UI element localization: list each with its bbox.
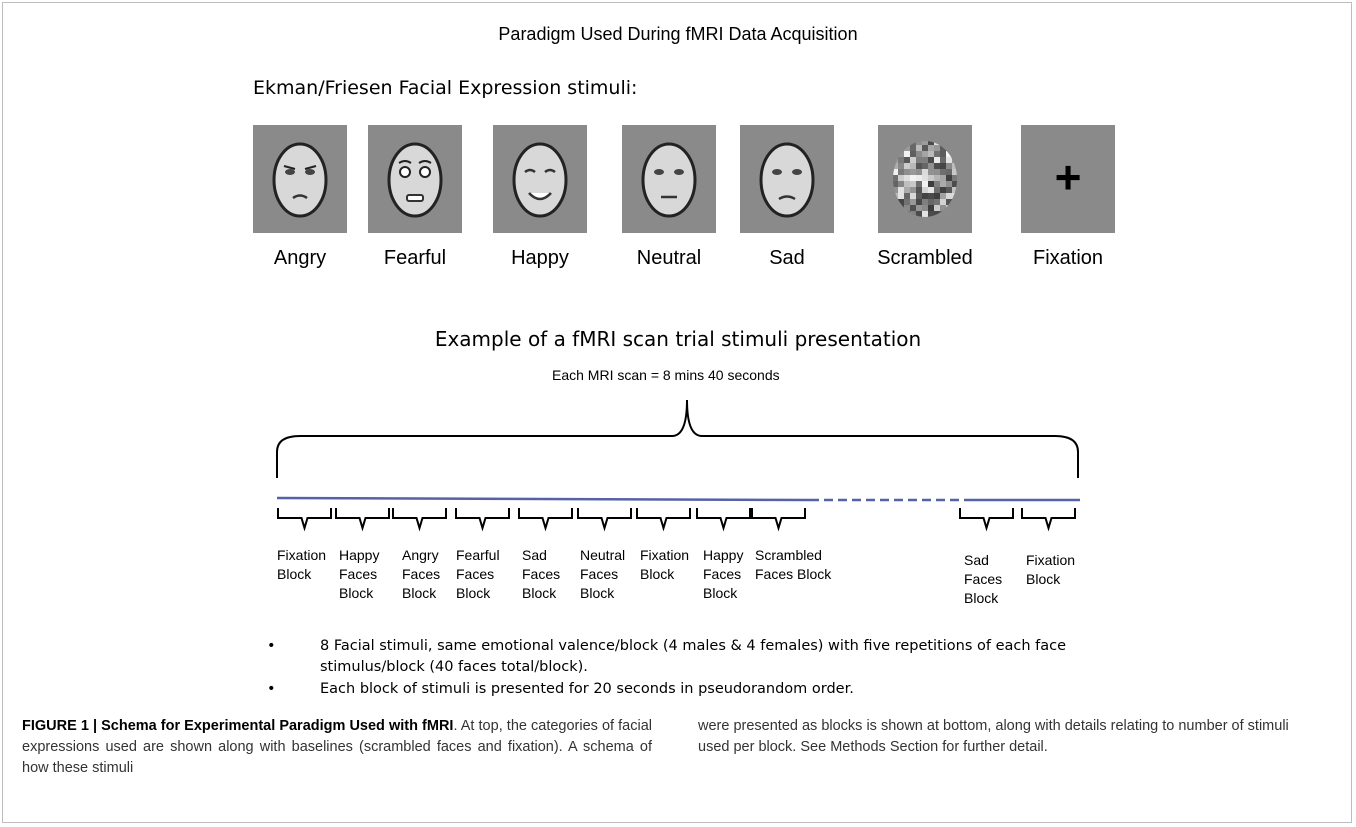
stimuli-heading: Ekman/Friesen Facial Expression stimuli: <box>253 77 638 99</box>
note-item: • Each block of stimuli is presented for … <box>265 679 1125 700</box>
face-happy-icon <box>493 125 587 233</box>
block-brace <box>577 508 632 532</box>
bullet-icon: • <box>267 638 276 654</box>
stimulus-label: Fearful <box>383 247 447 269</box>
block-label: Neutral Faces Block <box>580 547 626 601</box>
bullet-icon: • <box>267 681 276 697</box>
block-brace <box>455 508 510 532</box>
fixation-cross-icon: + <box>1021 125 1115 233</box>
block-brace <box>392 508 447 532</box>
scan-duration-note: Each MRI scan = 8 mins 40 seconds <box>552 367 780 383</box>
scan-brace <box>276 399 1079 478</box>
stimulus-label: Scrambled <box>877 247 973 269</box>
block-label: Fearful Faces Block <box>456 547 500 601</box>
face-sad-icon <box>740 125 834 233</box>
caption-label: FIGURE 1 | Schema for Experimental Parad… <box>22 718 454 734</box>
block-brace <box>959 508 1014 532</box>
block-brace <box>751 508 806 532</box>
face-angry-icon <box>253 125 347 233</box>
block-brace <box>335 508 390 532</box>
note-text: Each block of stimuli is presented for 2… <box>320 681 854 697</box>
fixation-symbol: + <box>1054 151 1082 203</box>
note-item: • 8 Facial stimuli, same emotional valenc… <box>265 636 1125 678</box>
figure-caption-right: were presented as blocks is shown at bot… <box>698 718 1289 755</box>
face-neutral-icon <box>622 125 716 233</box>
block-label: Scrambled Faces Block <box>755 547 832 582</box>
scrambled-face-icon <box>878 125 972 233</box>
block-label: Sad Faces Block <box>522 547 561 601</box>
block-brace <box>277 508 332 532</box>
block-label: Fixation Block <box>1026 552 1076 587</box>
stimulus-label: Angry <box>273 247 327 269</box>
block-label: Sad Faces Block <box>964 552 1003 606</box>
face-fearful-icon <box>368 125 462 233</box>
block-label: Happy Faces Block <box>339 547 380 601</box>
block-brace <box>696 508 751 532</box>
stimulus-label: Sad <box>769 247 805 269</box>
stimulus-label: Happy <box>511 247 569 269</box>
stimulus-label: Fixation <box>1032 247 1104 269</box>
block-label: Fixation Block <box>277 547 327 582</box>
block-label: Happy Faces Block <box>703 547 744 601</box>
block-label: Fixation Block <box>640 547 690 582</box>
note-text: 8 Facial stimuli, same emotional valence… <box>320 638 1067 675</box>
figure-caption-left: FIGURE 1 | Schema for Experimental Parad… <box>22 716 652 779</box>
trial-heading: Example of a fMRI scan trial stimuli pre… <box>434 327 922 351</box>
figure-title: Paradigm Used During fMRI Data Acquisiti… <box>498 24 858 44</box>
caption-text: . At top, the categories of facial expre… <box>22 718 652 776</box>
block-label: Angry Faces Block <box>402 547 441 601</box>
stimulus-label: Neutral <box>636 247 702 269</box>
block-brace <box>1021 508 1076 532</box>
block-brace <box>636 508 691 532</box>
notes-list: • 8 Facial stimuli, same emotional valenc… <box>265 636 1125 701</box>
timeline-solid <box>276 496 811 502</box>
block-brace <box>518 508 573 532</box>
